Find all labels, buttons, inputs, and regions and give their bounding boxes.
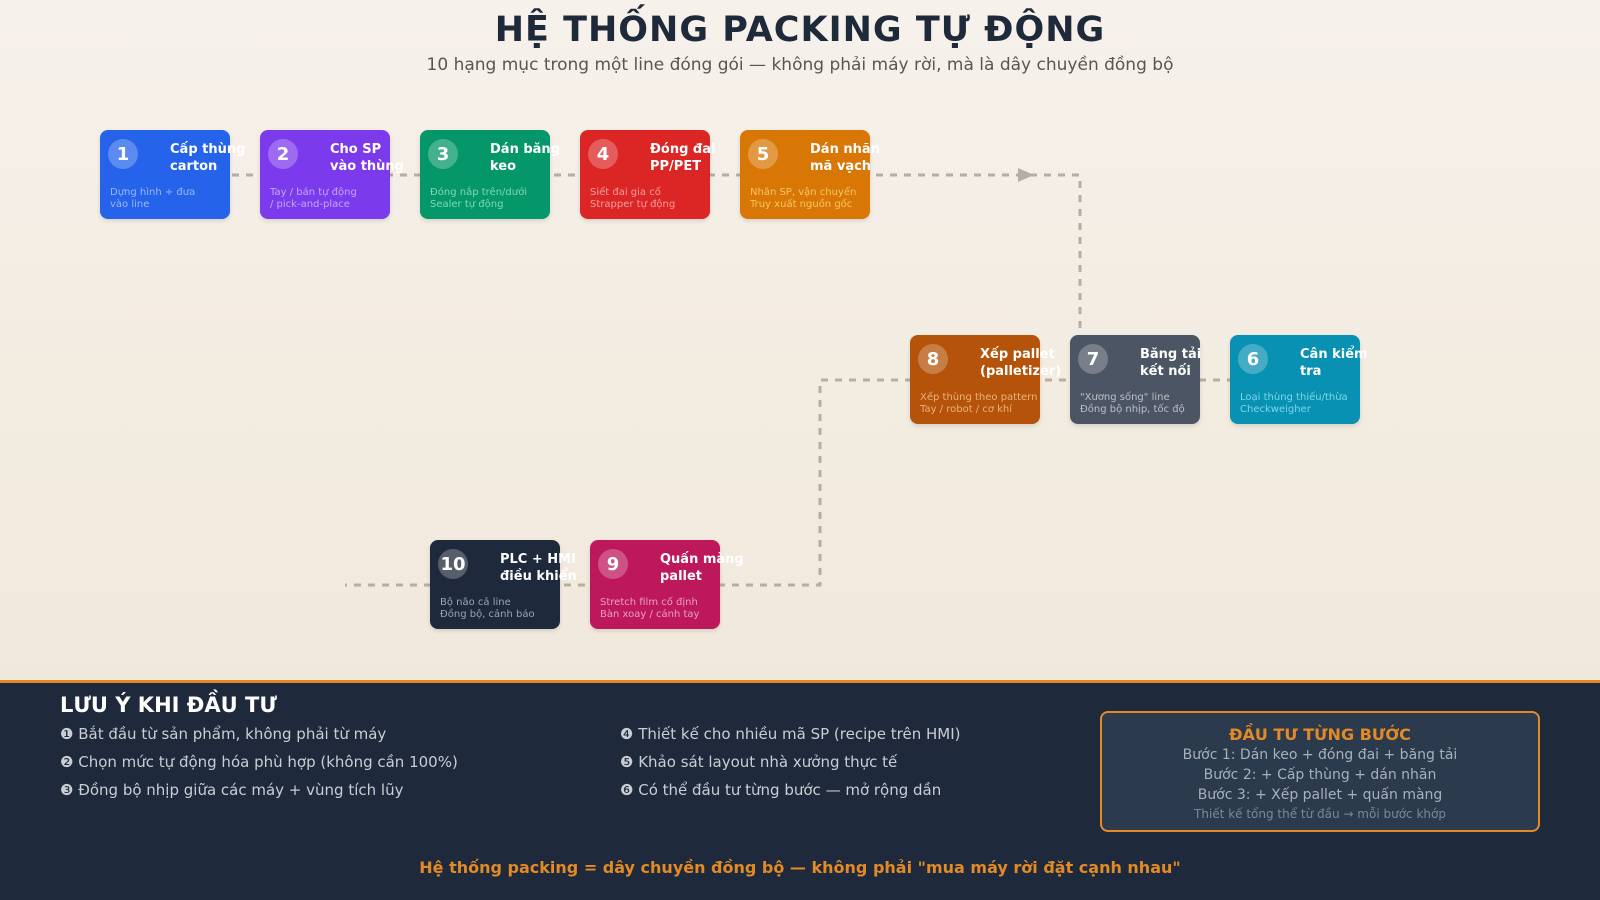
note-item-3: ❸ Đồng bộ nhịp giữa các máy + vùng tích … (60, 781, 404, 799)
step-card-1: 1 Cấp thùng carton Dựng hình + đưa vào l… (100, 130, 245, 219)
step-name: PLC + HMI điều khiển (500, 552, 577, 584)
step-desc: Siết đai gia cố Strapper tự động (590, 187, 676, 210)
step-card-7: 7 Băng tải kết nối "Xương sống" line Đồn… (1070, 335, 1201, 424)
footer-summary: Hệ thống packing = dây chuyền đồng bộ — … (419, 858, 1181, 877)
step-desc: Tay / bán tự động / pick-and-place (270, 187, 357, 210)
step-name: Băng tải kết nối (1140, 347, 1202, 379)
step-number: 1 (108, 139, 138, 169)
step-name: Xếp pallet (palletizer) (980, 347, 1062, 379)
note-item-6: ❻ Có thể đầu tư từng bước — mở rộng dần (620, 781, 942, 799)
step-name: Đóng đai PP/PET (650, 142, 716, 174)
step-number: 10 (438, 549, 468, 579)
invest-title: ĐẦU TƯ TỪNG BƯỚC (1229, 725, 1411, 744)
step-desc: Dựng hình + đưa vào line (110, 187, 196, 210)
step-card-9: 9 Quấn màng pallet Stretch film cố định … (590, 540, 744, 629)
step-name: Cho SP vào thùng (330, 142, 404, 174)
note-item-1: ❶ Bắt đầu từ sản phẩm, không phải từ máy (60, 725, 387, 743)
step-card-3: 3 Dán băng keo Đóng nắp trên/dưới Sealer… (420, 130, 560, 219)
step-name: Cân kiểm tra (1300, 347, 1368, 379)
invest-step-3: Bước 3: + Xếp pallet + quấn màng (1197, 787, 1443, 803)
step-desc: Nhãn SP, vận chuyển Truy xuất nguồn gốc (750, 187, 857, 210)
step-number: 6 (1238, 344, 1268, 374)
step-card-4: 4 Đóng đai PP/PET Siết đai gia cố Strapp… (580, 130, 715, 219)
invest-box: ĐẦU TƯ TỪNG BƯỚC Bước 1: Dán keo + đóng … (1100, 711, 1540, 832)
step-name: Cấp thùng carton (170, 142, 246, 174)
investment-notes-panel: LƯU Ý KHI ĐẦU TƯ ❶ Bắt đầu từ sản phẩm, … (0, 680, 1600, 900)
step-card-8: 8 Xếp pallet (palletizer) Xếp thùng theo… (910, 335, 1061, 424)
step-desc: Bộ não cả line Đồng bộ, cảnh báo (440, 597, 535, 620)
step-name: Dán băng keo (490, 142, 560, 174)
note-item-2: ❷ Chọn mức tự động hóa phù hợp (không cầ… (60, 753, 458, 771)
step-number: 4 (588, 139, 618, 169)
step-desc: "Xương sống" line Đồng bộ nhịp, tốc độ (1080, 392, 1185, 415)
note-item-4: ❹ Thiết kế cho nhiều mã SP (recipe trên … (620, 725, 961, 743)
step-name: Quấn màng pallet (660, 552, 744, 584)
flow-connectors (232, 168, 1360, 587)
note-item-5: ❺ Khảo sát layout nhà xưởng thực tế (620, 753, 898, 771)
step-card-6: 6 Cân kiểm tra Loại thùng thiếu/thừa Che… (1230, 335, 1368, 424)
step-desc: Xếp thùng theo pattern Tay / robot / cơ … (920, 392, 1038, 415)
step-number: 9 (598, 549, 628, 579)
step-number: 7 (1078, 344, 1108, 374)
step-desc: Stretch film cố định Bàn xoay / cánh tay (600, 597, 700, 620)
invest-note: Thiết kế tổng thể từ đầu → mỗi bước khớp (1194, 807, 1446, 821)
notes-title: LƯU Ý KHI ĐẦU TƯ (60, 693, 277, 717)
step-name: Dán nhãn mã vạch (810, 142, 880, 174)
page-title: HỆ THỐNG PACKING TỰ ĐỘNG (494, 10, 1106, 50)
step-card-2: 2 Cho SP vào thùng Tay / bán tự động / p… (260, 130, 404, 219)
step-desc: Loại thùng thiếu/thừa Checkweigher (1240, 392, 1348, 415)
step-number: 5 (748, 139, 778, 169)
step-number: 3 (428, 139, 458, 169)
step-number: 8 (918, 344, 948, 374)
invest-step-2: Bước 2: + Cấp thùng + dán nhãn (1203, 767, 1437, 783)
step-number: 2 (268, 139, 298, 169)
invest-step-1: Bước 1: Dán keo + đóng đai + băng tải (1182, 747, 1458, 763)
step-card-10: 10 PLC + HMI điều khiển Bộ não cả line Đ… (430, 540, 577, 629)
step-card-5: 5 Dán nhãn mã vạch Nhãn SP, vận chuyển T… (740, 130, 880, 219)
step-desc: Đóng nắp trên/dưới Sealer tự động (430, 187, 527, 210)
page-subtitle: 10 hạng mục trong một line đóng gói — kh… (426, 55, 1174, 75)
flow-arrow-icon (1018, 168, 1034, 182)
